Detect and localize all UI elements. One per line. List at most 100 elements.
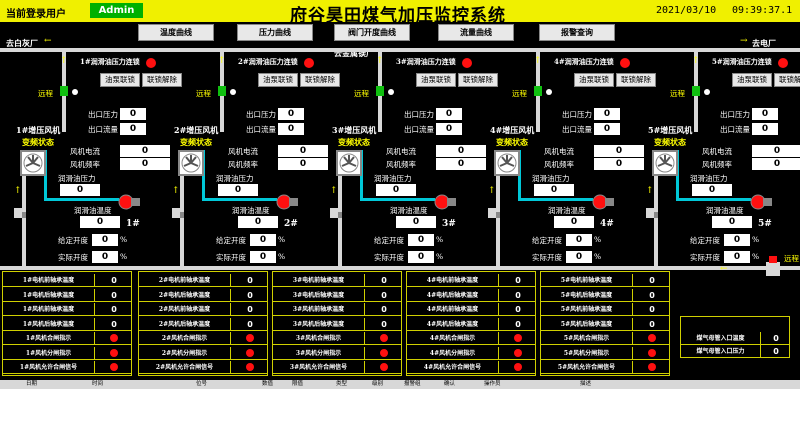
- alarm-column-header[interactable]: 时间: [92, 381, 104, 387]
- outlet-valve-icon[interactable]: [218, 86, 226, 96]
- panel-row: 4#电机后轴承温度 0: [407, 288, 535, 302]
- percent-unit: %: [594, 252, 602, 261]
- fan-icon[interactable]: [652, 150, 678, 176]
- fan-icon[interactable]: [20, 150, 46, 176]
- set-opening-value: 0: [566, 234, 592, 246]
- alarm-column-header[interactable]: 描述: [580, 381, 592, 387]
- inlet-valve-icon[interactable]: [766, 256, 780, 276]
- panel-row-value: 0: [247, 276, 253, 285]
- alarm-list[interactable]: [0, 389, 800, 441]
- panel-row-label: 4#风机合闸指示: [407, 332, 499, 345]
- fan-freq-label: 风机频率: [544, 160, 574, 169]
- panel-row-label: 1#风机前轴承温度: [3, 303, 95, 316]
- remote-label: 远程: [38, 89, 53, 98]
- link-release-button[interactable]: 联锁解除: [616, 73, 656, 87]
- oil-pump-icon[interactable]: [276, 193, 298, 210]
- panel-row: 2#电机前轴承温度 0: [139, 274, 267, 287]
- oil-interlock-label: #润滑油压力连锁: [400, 57, 456, 66]
- status-indicator: [246, 363, 254, 371]
- fan-state-label: 变频状态: [654, 137, 686, 147]
- alarm-column-header[interactable]: 报警组: [404, 381, 421, 387]
- lube-temp-value: 0: [554, 216, 594, 228]
- outlet-valve-icon[interactable]: [376, 86, 384, 96]
- unit-id: 3: [396, 57, 401, 66]
- fan-icon[interactable]: [336, 150, 362, 176]
- nav-valve-curve[interactable]: 阀门开度曲线: [334, 24, 410, 41]
- panel-row-label: 3#风机分闸指示: [273, 346, 365, 360]
- set-opening-value: 0: [408, 234, 434, 246]
- oil-pump-link-button[interactable]: 油泵联锁: [100, 73, 140, 87]
- fan-current-value: 0: [120, 145, 170, 157]
- lube-pressure-value: 0: [376, 184, 416, 196]
- panel-row: 5#电机后轴承温度 0: [541, 288, 669, 302]
- link-release-button[interactable]: 联锁解除: [774, 73, 800, 87]
- oil-interlock-indicator: [146, 58, 156, 68]
- inlet-valve-icon[interactable]: [178, 212, 184, 218]
- alarm-column-header[interactable]: 级别: [372, 381, 384, 387]
- oil-pump-icon[interactable]: [592, 193, 614, 210]
- panel-row-label: 2#风机合闸指示: [139, 332, 231, 345]
- unit-id: 4: [554, 57, 559, 66]
- alarm-column-header[interactable]: 操作员: [484, 381, 501, 387]
- fan-icon[interactable]: [178, 150, 204, 176]
- nav-temperature-curve[interactable]: 温度曲线: [138, 24, 214, 41]
- status-indicator: [380, 363, 388, 371]
- fan-freq-label: 风机频率: [228, 160, 258, 169]
- valve-body-icon: [646, 208, 654, 218]
- valve-body-icon: [172, 208, 180, 218]
- panel-row-label: 5#风机合闸指示: [541, 332, 633, 345]
- fan-state-label: 变频状态: [180, 137, 212, 147]
- alarm-column-header[interactable]: 类型: [336, 381, 348, 387]
- outlet-pressure-label: 出口压力: [562, 110, 592, 119]
- oil-pump-icon[interactable]: [750, 193, 772, 210]
- panel-row: 5#风机合闸指示: [541, 332, 669, 345]
- status-indicator: [648, 334, 656, 342]
- nav-alarm-query[interactable]: 报警查询: [539, 24, 615, 41]
- fan-icon[interactable]: [494, 150, 520, 176]
- alarm-column-header[interactable]: 确认: [444, 381, 456, 387]
- oil-pump-link-button[interactable]: 油泵联锁: [732, 73, 772, 87]
- oil-pump-icon[interactable]: [434, 193, 456, 210]
- panel-row-label: 1#风机后轴承温度: [3, 317, 95, 331]
- outlet-valve-icon[interactable]: [692, 86, 700, 96]
- unit-inlet-pipe: [496, 175, 500, 268]
- inlet-valve-icon[interactable]: [20, 212, 26, 218]
- oil-pump-link-button[interactable]: 油泵联锁: [258, 73, 298, 87]
- alarm-column-header[interactable]: 日期: [26, 381, 38, 387]
- inlet-valve-icon[interactable]: [652, 212, 658, 218]
- nav-flow-curve[interactable]: 流量曲线: [438, 24, 514, 41]
- link-release-button[interactable]: 联锁解除: [300, 73, 340, 87]
- actual-opening-value: 0: [566, 251, 592, 263]
- lube-pressure-label: 润滑油压力: [374, 174, 412, 183]
- fan-current-value: 0: [278, 145, 328, 157]
- alarm-column-header[interactable]: 位号: [196, 381, 208, 387]
- panel-row-label: 3#风机允许合闸信号: [273, 361, 365, 374]
- valve-body-icon: [488, 208, 496, 218]
- panel-row: 5#风机允许合闸信号: [541, 361, 669, 374]
- outlet-valve-icon[interactable]: [60, 86, 68, 96]
- nav-pressure-curve[interactable]: 压力曲线: [237, 24, 313, 41]
- fan-current-label: 风机电流: [702, 147, 732, 156]
- oil-pump-icon[interactable]: [118, 193, 140, 210]
- link-release-button[interactable]: 联锁解除: [458, 73, 498, 87]
- inlet-valve-icon[interactable]: [494, 212, 500, 218]
- outlet-flow-value: 0: [752, 123, 778, 135]
- panel-row-label: 5#风机前轴承温度: [541, 303, 633, 316]
- status-panel-3: 3#电机前轴承温度 0 3#电机后轴承温度 0 3#风机前轴承温度 0 3#风机…: [272, 271, 402, 376]
- link-release-button[interactable]: 联锁解除: [142, 73, 182, 87]
- main-pressure-label: 煤气母管入口压力: [681, 345, 761, 358]
- panel-row: 1#风机合闸指示: [3, 332, 131, 345]
- oil-pump-link-button[interactable]: 油泵联锁: [416, 73, 456, 87]
- oil-pump-link-button[interactable]: 油泵联锁: [574, 73, 614, 87]
- outlet-pressure-value: 0: [278, 108, 304, 120]
- panel-row-value: 0: [381, 305, 387, 314]
- panel-row: 2#风机前轴承温度 0: [139, 303, 267, 316]
- alarm-column-header[interactable]: 数值: [262, 381, 274, 387]
- alarm-header: 日期 时间 位号 数值 限值 类型 级别 报警组 确认 操作员 描述: [0, 380, 800, 389]
- outlet-valve-icon[interactable]: [534, 86, 542, 96]
- inlet-arrow-icon: ←: [720, 264, 728, 274]
- panel-row: 4#风机合闸指示: [407, 332, 535, 345]
- alarm-column-header[interactable]: 限值: [292, 381, 304, 387]
- inlet-valve-icon[interactable]: [336, 212, 342, 218]
- set-opening-label: 给定开度: [532, 236, 562, 245]
